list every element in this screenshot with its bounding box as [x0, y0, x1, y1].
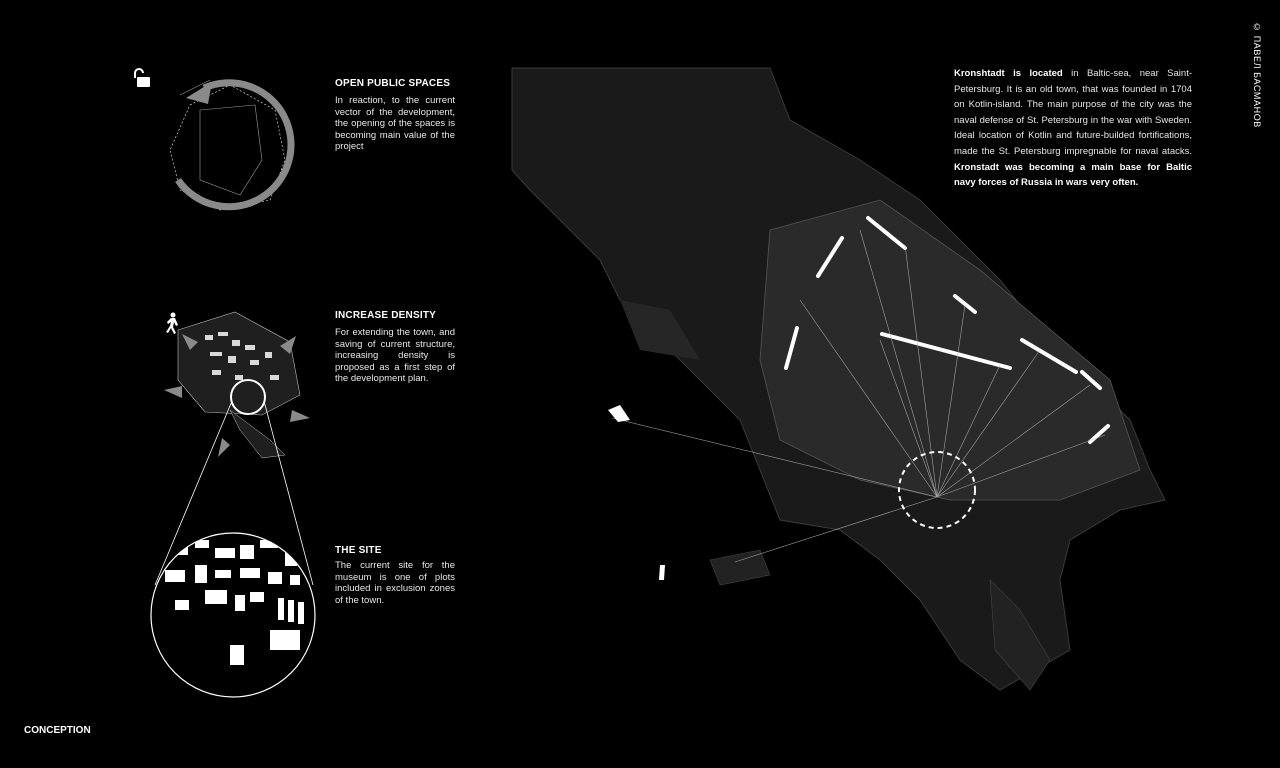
density-diagram	[154, 311, 314, 586]
unlock-icon	[134, 68, 150, 87]
kronshtadt-map	[511, 67, 1166, 691]
intro-paragraph: Kronshtadt is located in Baltic-sea, nea…	[954, 66, 1192, 191]
intro-bold-end: Kronstadt was becoming a main base for B…	[954, 161, 1192, 189]
page-footer-label: CONCEPTION	[24, 725, 91, 736]
section-title-density: INCREASE DENSITY	[335, 310, 436, 321]
author-credit: © ПАВЕЛ БАСМАНОВ	[1252, 22, 1262, 128]
section-text-open-spaces: In reaction, to the current vector of th…	[335, 95, 455, 152]
intro-text: in Baltic-sea, near Saint-Petersburg. It…	[954, 68, 1192, 157]
pedestrian-icon	[166, 312, 178, 334]
site-diagram	[150, 532, 316, 698]
intro-lead: Kronshtadt is located	[954, 68, 1063, 79]
open-spaces-diagram	[169, 79, 295, 211]
section-text-site: The current site for the museum is one o…	[335, 560, 455, 606]
section-title-site: THE SITE	[335, 545, 382, 556]
section-title-open-spaces: OPEN PUBLIC SPACES	[335, 78, 451, 89]
section-text-density: For extending the town, and saving of cu…	[335, 327, 455, 384]
